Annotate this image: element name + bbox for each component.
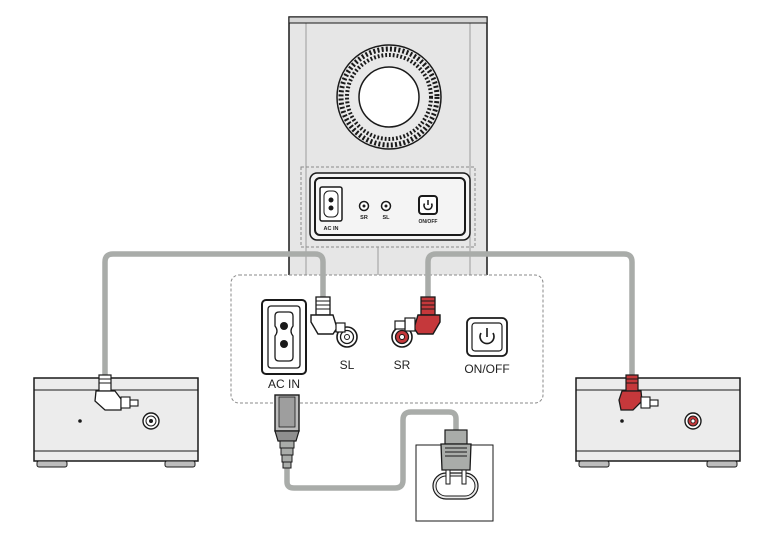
small-sl-label: SL — [382, 215, 390, 221]
small-power-button: ON/OFF — [419, 196, 438, 225]
small-on-off-label: ON/OFF — [419, 219, 438, 225]
right-speaker-unit — [576, 375, 740, 467]
on-off-label: ON/OFF — [464, 362, 509, 376]
left-speaker-unit — [34, 375, 198, 467]
right-speaker-rca-jack-icon — [685, 413, 701, 429]
sr-label: SR — [394, 358, 411, 372]
power-button — [467, 318, 507, 356]
small-ac-in-label: AC IN — [324, 226, 339, 232]
ac-in-label: AC IN — [268, 377, 300, 391]
wall-outlet-icon — [416, 430, 493, 521]
subwoofer-unit: AC IN SR SL ON/OFF — [289, 17, 487, 282]
ac-inlet-icon — [262, 300, 306, 374]
power-plug-connector — [275, 395, 299, 468]
left-speaker-rca-jack-icon — [143, 413, 159, 429]
sl-label: SL — [340, 358, 355, 372]
small-sr-label: SR — [360, 215, 368, 221]
subwoofer-grille-icon — [337, 45, 441, 149]
